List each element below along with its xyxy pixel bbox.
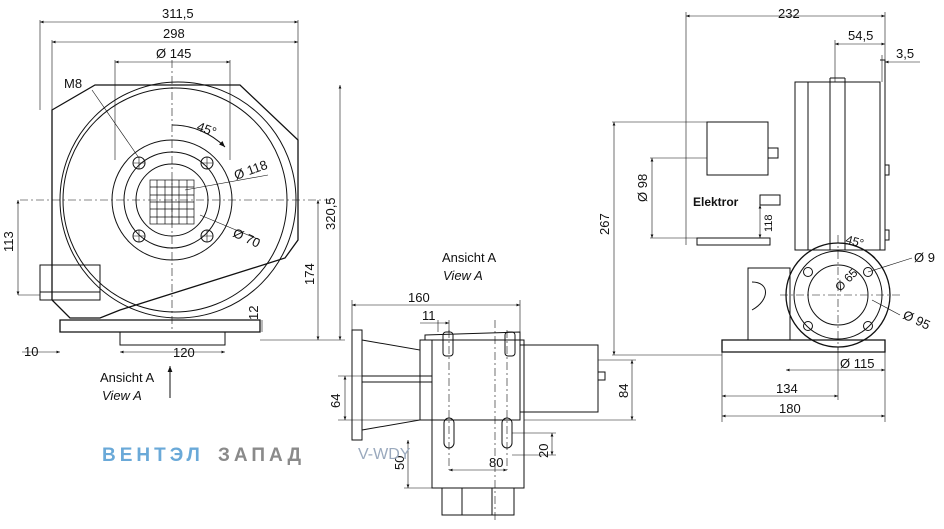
stand xyxy=(747,267,791,341)
motor-tabs xyxy=(885,164,890,241)
dim-inner-diameter: Ø 118 xyxy=(232,157,270,183)
side-center-lines xyxy=(780,235,900,350)
view-label-en: View A xyxy=(102,388,142,403)
dim-flange-width: 298 xyxy=(163,26,185,41)
inlet-grid xyxy=(149,179,195,225)
dim-spigot: Ø 115 xyxy=(840,356,874,371)
dim-bolt-circle: Ø 145 xyxy=(156,46,191,61)
dim-va-slot-length: 20 xyxy=(536,444,551,458)
watermark: ВЕНТЭЛ ЗАПАД V-WDY xyxy=(102,445,411,466)
mount-plate xyxy=(431,339,525,489)
terminal-box xyxy=(706,121,779,176)
dim-va-width: 160 xyxy=(408,290,430,305)
extension-lines xyxy=(39,20,299,160)
dim-va-left-height: 64 xyxy=(328,394,343,408)
dim-right-height: 174 xyxy=(302,263,317,285)
dim-left-offset: 10 xyxy=(24,344,38,359)
dim-motor-offset: 54,5 xyxy=(848,28,873,43)
angle-arc xyxy=(171,124,226,148)
left-flange xyxy=(351,329,363,441)
view-a xyxy=(338,300,636,520)
dim-side-angle: 45° xyxy=(844,232,865,250)
front-foot xyxy=(119,332,226,346)
dim-height: 320,5 xyxy=(323,197,338,230)
cable-gland xyxy=(696,237,771,246)
watermark-part1: ВЕНТЭЛ xyxy=(102,445,204,466)
side-angle-arc xyxy=(837,242,876,259)
view-label-de: Ansicht A xyxy=(100,370,155,385)
leader-118 xyxy=(184,174,269,191)
view-a-title-en: View A xyxy=(443,268,483,283)
leader-95 xyxy=(871,299,901,316)
leader-9 xyxy=(867,257,913,273)
bolt-holes xyxy=(132,156,214,243)
stand-curve xyxy=(751,281,766,311)
motor-ribs xyxy=(807,77,846,250)
left-transition xyxy=(361,339,432,431)
side-ext xyxy=(612,12,886,356)
motor-side xyxy=(519,344,606,413)
side-view xyxy=(612,12,920,422)
ext-lines-2 xyxy=(18,294,345,341)
dim-thread: M8 xyxy=(64,76,82,91)
va-ext-2 xyxy=(338,359,636,489)
dim-motor-diameter: Ø 98 xyxy=(635,174,650,202)
front-view xyxy=(16,20,345,398)
outlet-stub xyxy=(39,264,101,301)
center-lines xyxy=(20,60,330,330)
dim-side-outlet: Ø 65 xyxy=(832,266,861,295)
leader-70 xyxy=(199,214,261,241)
dim-gap: 3,5 xyxy=(896,46,914,61)
dim-outlet-diameter: Ø 70 xyxy=(231,225,263,251)
dim-va-slot-height: 50 xyxy=(392,456,407,470)
dim-left-height: 113 xyxy=(1,231,16,252)
dim-va-slot-spacing: 80 xyxy=(489,455,503,470)
dim-va-offset: 11 xyxy=(422,308,436,323)
dim-flange-diameter: Ø 95 xyxy=(901,307,933,333)
front-base xyxy=(59,319,261,333)
leader-m8 xyxy=(91,89,140,159)
dim-va-right-height: 84 xyxy=(616,384,631,398)
watermark-part2: ЗАПАД xyxy=(218,445,305,466)
dim-overall-width: 311,5 xyxy=(162,6,194,21)
watermark-part3: V-WDY xyxy=(358,446,411,463)
dim-base-depth-a: 134 xyxy=(776,381,798,396)
nameplate-text: Elektror xyxy=(693,195,739,209)
view-a-title-de: Ansicht A xyxy=(442,250,497,265)
dim-box-height: 118 xyxy=(763,214,775,232)
dim-side-height: 267 xyxy=(597,213,612,235)
motor-cap xyxy=(880,59,886,251)
dim-hole: Ø 9 xyxy=(914,250,935,265)
housing-outline xyxy=(51,84,299,319)
side-ext-2 xyxy=(721,347,886,422)
va-ext xyxy=(351,300,521,332)
dim-overall-depth: 232 xyxy=(778,6,800,21)
foot xyxy=(441,488,515,516)
dim-base-depth-b: 180 xyxy=(779,401,801,416)
dim-base-width: 120 xyxy=(173,345,195,360)
bolt-right xyxy=(504,331,516,357)
dim-base-thickness: 12 xyxy=(246,306,261,320)
nameplate-box xyxy=(759,194,781,206)
bolt-left xyxy=(442,331,454,357)
va-center-lines xyxy=(448,320,508,520)
dim-angle: 45° xyxy=(195,119,219,140)
outlet-holes xyxy=(803,267,873,331)
